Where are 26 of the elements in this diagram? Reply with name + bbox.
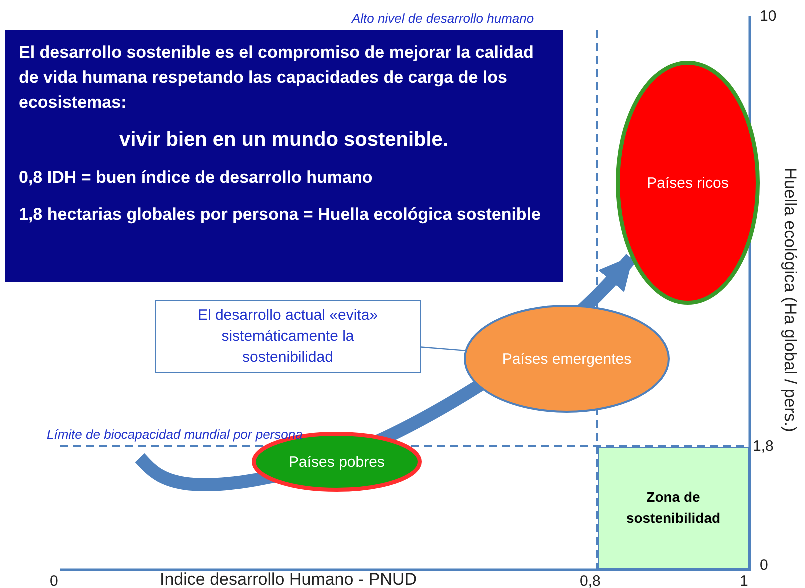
- tick-label: 1: [740, 573, 748, 588]
- node-label: El desarrollo actual «evita» sistemáticamente la sostenibilidad: [196, 306, 380, 368]
- panel-text: 1,8 hectarias globales por persona = Huella ecológica sostenible: [19, 204, 542, 226]
- slogan-text: vivir bien en un mundo sostenible.: [118, 128, 450, 153]
- guide-label: Alto nivel de desarrollo humano: [352, 11, 534, 26]
- guide-label: Límite de biocapacidad mundial por persona: [47, 427, 303, 442]
- node-label: Países emergentes: [501, 350, 633, 370]
- tick-label: 10: [760, 8, 777, 25]
- ellipse-node: [464, 305, 670, 413]
- callout-box: [155, 300, 421, 373]
- zone-box: [598, 447, 749, 569]
- ellipse-node: [616, 61, 760, 305]
- panel-text: 0,8 IDH = buen índice de desarrollo humano: [19, 167, 374, 189]
- panel-text: El desarrollo sostenible es el compromiso de mejorar la calidad de vida humana respetando las capacidades de carga de los ecosistemas:: [19, 42, 535, 114]
- leader-line: [420, 346, 466, 352]
- tick-label: 0,8: [580, 573, 601, 588]
- node-label: Países ricos: [646, 174, 730, 194]
- tick-label: 1,8: [753, 438, 774, 455]
- node-label: Zona de sostenibilidad: [625, 488, 722, 528]
- axis-title: Huella ecológica (Ha global / pers.): [780, 168, 800, 432]
- axis-title: Indice desarrollo Humano - PNUD: [160, 572, 417, 588]
- node-label: Países pobres: [288, 452, 386, 472]
- ellipse-node: [252, 432, 422, 492]
- tick-label: 0: [50, 573, 58, 588]
- text-panel: [5, 30, 563, 282]
- tick-label: 0: [760, 557, 768, 574]
